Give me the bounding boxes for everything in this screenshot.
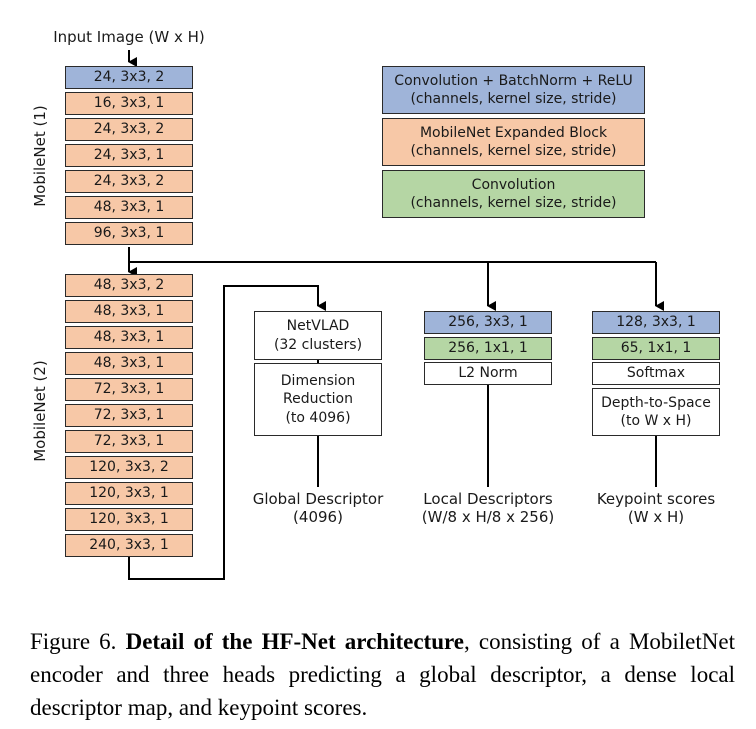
enc2-layer: 120, 3x3, 2 — [65, 456, 193, 479]
mobilenet-1-label: MobileNet (1) — [31, 105, 49, 207]
caption-text: , consisting of a MobiletNet encoder and… — [30, 629, 735, 720]
legend-title: Convolution + BatchNorm + ReLU — [394, 72, 633, 89]
mobilenet-2-label: MobileNet (2) — [31, 360, 49, 462]
legend-subtitle: (channels, kernel size, stride) — [410, 195, 617, 211]
enc1-layer: 24, 3x3, 2 — [65, 66, 193, 89]
enc1-layer: 48, 3x3, 1 — [65, 196, 193, 219]
global-output-dim: (4096) — [293, 508, 343, 526]
legend-title: MobileNet Expanded Block — [419, 124, 608, 141]
legend-subtitle: (channels, kernel size, stride) — [410, 91, 617, 107]
netvlad-clusters: (32 clusters) — [273, 336, 363, 353]
legend-convolution: Convolution (channels, kernel size, stri… — [382, 170, 645, 218]
enc1-layer: 96, 3x3, 1 — [65, 222, 193, 245]
legend-conv-bn-relu: Convolution + BatchNorm + ReLU (channels… — [382, 66, 645, 114]
global-output-title: Global Descriptor — [252, 490, 384, 508]
legend-title: Convolution — [471, 176, 556, 193]
netvlad-block: NetVLAD (32 clusters) — [254, 311, 382, 360]
figure-caption: Figure 6. Detail of the HF-Net architect… — [30, 625, 735, 724]
dimred-line-2: Reduction — [283, 391, 353, 408]
enc1-layer: 24, 3x3, 2 — [65, 170, 193, 193]
legend-subtitle: (channels, kernel size, stride) — [410, 143, 617, 159]
dimension-reduction-block: Dimension Reduction (to 4096) — [254, 363, 382, 436]
enc2-layer: 120, 3x3, 1 — [65, 508, 193, 531]
netvlad-title: NetVLAD — [286, 318, 350, 335]
keypoint-scores-output: Keypoint scores (W x H) — [580, 490, 732, 526]
enc2-layer: 120, 3x3, 1 — [65, 482, 193, 505]
enc2-layer: 48, 3x3, 2 — [65, 274, 193, 297]
softmax-block: Softmax — [592, 362, 720, 385]
local-conv-1: 256, 3x3, 1 — [424, 311, 552, 334]
enc2-layer: 72, 3x3, 1 — [65, 378, 193, 401]
keypoint-output-title: Keypoint scores — [596, 490, 716, 508]
caption-prefix: Figure 6. — [30, 629, 126, 654]
local-conv-2: 256, 1x1, 1 — [424, 337, 552, 360]
legend-mobilenet-block: MobileNet Expanded Block (channels, kern… — [382, 118, 645, 166]
keypoint-output-dim: (W x H) — [627, 508, 685, 526]
enc1-layer: 24, 3x3, 2 — [65, 118, 193, 141]
local-output-dim: (W/8 x H/8 x 256) — [421, 508, 555, 526]
dimred-line-3: (to 4096) — [285, 409, 351, 426]
enc1-layer: 16, 3x3, 1 — [65, 92, 193, 115]
keypoint-conv-2: 65, 1x1, 1 — [592, 337, 720, 360]
dimred-line-1: Dimension — [280, 373, 356, 390]
enc2-layer: 48, 3x3, 1 — [65, 326, 193, 349]
depth-to-space-block: Depth-to-Space (to W x H) — [592, 388, 720, 436]
enc2-layer: 240, 3x3, 1 — [65, 534, 193, 557]
local-output-title: Local Descriptors — [423, 490, 553, 508]
l2-norm-block: L2 Norm — [424, 362, 552, 385]
global-descriptor-output: Global Descriptor (4096) — [238, 490, 398, 526]
d2s-title: Depth-to-Space — [601, 394, 711, 411]
enc2-layer: 48, 3x3, 1 — [65, 352, 193, 375]
input-image-label: Input Image (W x H) — [53, 28, 205, 46]
keypoint-conv-1: 128, 3x3, 1 — [592, 311, 720, 334]
caption-bold-title: Detail of the HF-Net architecture — [125, 629, 464, 654]
local-descriptors-output: Local Descriptors (W/8 x H/8 x 256) — [405, 490, 571, 526]
enc2-layer: 72, 3x3, 1 — [65, 404, 193, 427]
enc2-layer: 48, 3x3, 1 — [65, 300, 193, 323]
global-head-line — [128, 285, 319, 580]
d2s-target: (to W x H) — [620, 413, 692, 429]
enc1-layer: 24, 3x3, 1 — [65, 144, 193, 167]
enc2-layer: 72, 3x3, 1 — [65, 430, 193, 453]
